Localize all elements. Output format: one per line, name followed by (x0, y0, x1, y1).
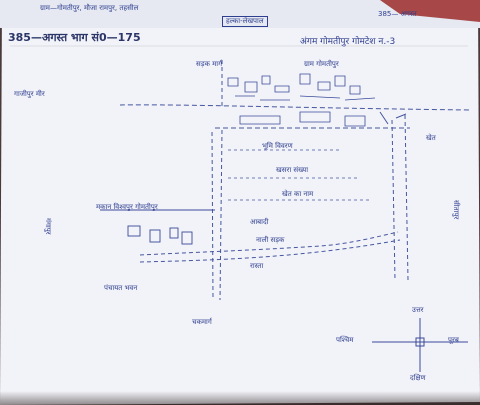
settlement-cluster (227, 73, 376, 127)
header-box-text: हल्का-लेखपाल (222, 16, 268, 27)
road-mid (228, 149, 370, 201)
compass-west-label: पश्चिम (336, 336, 354, 344)
road-vertical-left (219, 60, 223, 301)
label-center-3: खेत का नाम (282, 190, 314, 198)
compass-south-label: दक्षिण (410, 374, 426, 382)
label-lower-left: पंचायत भवन (104, 284, 138, 292)
road-lower-2 (139, 239, 401, 263)
document-right-title: अंगम गोमतीपुर गोमटेश न.-3 (300, 37, 396, 47)
bottom-shadow (0, 391, 480, 405)
label-center-4: आबादी (250, 218, 269, 226)
label-bottom: चकमार्ग (192, 318, 212, 326)
compass-east-label: पूरब (448, 336, 459, 344)
label-center-5: नाली सड़क (256, 236, 285, 244)
road-lower (139, 231, 399, 256)
label-lower-center: रास्ता (250, 262, 264, 270)
label-left-upper: गाजीपुर मीर (14, 90, 45, 98)
left-buildings (100, 209, 215, 245)
label-center-1: भूमि विवरण (262, 142, 293, 150)
road-vertical-right (391, 114, 409, 281)
header-right-scrawl: 385— अगस्त (378, 10, 417, 18)
road-top (119, 104, 471, 111)
label-right-vertical: सीतापुर (452, 200, 460, 220)
document-title: 385—अगस्त भाग सं0—175 (8, 31, 141, 44)
road-vertical-left-2 (211, 131, 214, 301)
label-left-vertical: गंगापुर (44, 218, 52, 235)
compass-rose (372, 318, 468, 372)
label-top-right: ग्राम गोमतीपुर (304, 60, 339, 68)
label-right-mark: खेत (426, 134, 436, 142)
label-top-center: सड़क मार्ग (196, 60, 223, 68)
label-left-building: मकान विश्वपुर गोमतीपुर (96, 203, 158, 211)
header-left-scrawl: ग्राम—गोमतीपुर, मौजा रामपुर, तहसील (40, 4, 139, 12)
compass-north-label: उत्तर (412, 306, 424, 314)
label-center-2: खसरा संख्या (276, 166, 309, 174)
